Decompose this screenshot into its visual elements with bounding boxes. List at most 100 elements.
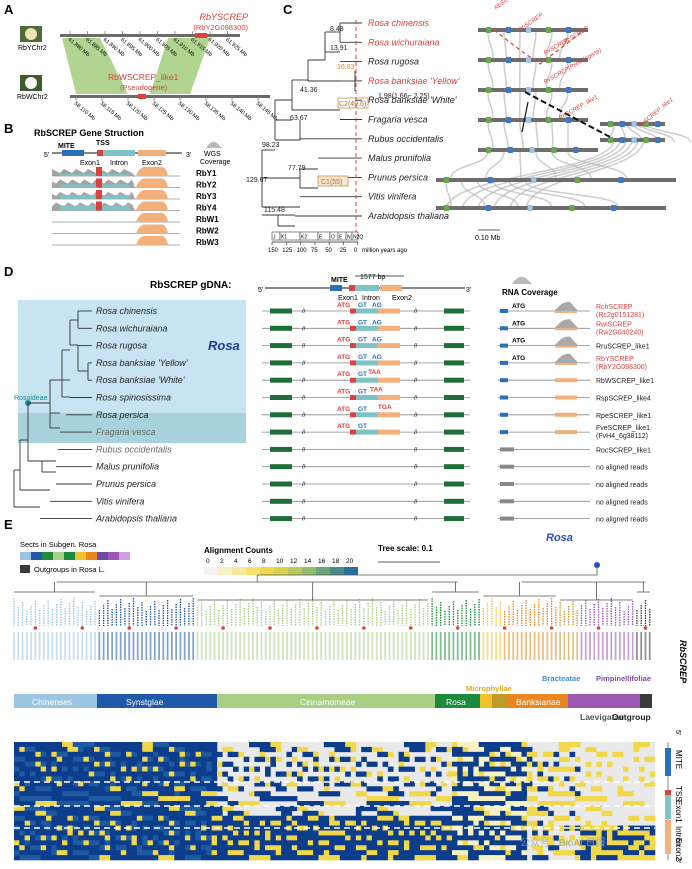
heat-cell — [494, 796, 501, 802]
heat-cell — [24, 845, 31, 851]
heat-cell — [606, 845, 613, 851]
heat-cell — [638, 840, 645, 846]
heat-cell — [371, 761, 378, 767]
flank-exon — [444, 464, 464, 470]
heat-cell — [211, 801, 218, 807]
clade-label: Chinenses — [32, 697, 72, 707]
heat-cell — [158, 761, 164, 767]
heat-cell — [72, 791, 79, 797]
heat-cell — [72, 850, 79, 856]
heat-cell — [409, 855, 415, 861]
flank-exon — [270, 377, 292, 383]
heat-cell — [216, 805, 223, 812]
heat-cell — [548, 825, 554, 831]
heat-cell — [484, 791, 490, 797]
heat-cell — [206, 845, 212, 851]
heat-cell — [14, 830, 20, 836]
track-label: TSS — [674, 786, 683, 802]
heat-cell — [168, 840, 175, 846]
heat-cell — [147, 801, 154, 807]
gene-block — [526, 87, 531, 93]
heat-cell — [649, 771, 656, 777]
heat-cell — [56, 810, 63, 817]
clade-bar-segment — [640, 694, 652, 708]
heat-cell — [457, 746, 463, 753]
heat-cell — [147, 751, 154, 758]
heat-cell — [211, 756, 218, 762]
rna-coverage-label: RNA Coverage — [502, 288, 558, 297]
gene-block — [655, 137, 661, 143]
heat-cell — [462, 810, 469, 817]
gene-block — [506, 87, 511, 93]
heat-cell — [152, 766, 159, 772]
gene-block — [574, 177, 580, 183]
heat-cell — [361, 845, 367, 851]
heat-cell — [377, 771, 383, 777]
heat-cell — [419, 840, 426, 846]
heat-cell — [366, 805, 373, 812]
heat-cell — [510, 840, 517, 846]
heat-cell — [355, 820, 362, 826]
break-mark: // — [302, 413, 306, 419]
heat-cell — [206, 805, 212, 812]
break-mark: // — [414, 430, 418, 436]
heat-cell — [473, 810, 480, 817]
heat-cell — [473, 742, 480, 748]
heat-cell — [313, 850, 319, 856]
heat-cell — [318, 840, 325, 846]
heat-cell — [419, 801, 426, 807]
heat-cell — [302, 761, 309, 767]
break-mark: // — [302, 326, 306, 332]
heat-cell — [361, 746, 367, 753]
heat-cell — [334, 820, 341, 826]
heat-cell — [206, 761, 212, 767]
heat-cell — [414, 820, 421, 826]
heat-cell — [489, 801, 496, 807]
heat-cell — [51, 746, 58, 753]
heat-cell — [403, 820, 410, 826]
heat-cell — [131, 751, 138, 758]
heat-cell — [158, 791, 164, 797]
synteny-link — [487, 121, 494, 149]
ag-label: AG — [372, 319, 382, 326]
tip-label-stub — [627, 632, 630, 660]
heat-cell — [163, 845, 170, 851]
count-tick: 18 — [332, 558, 340, 565]
node-age-label: 8.48 — [330, 26, 344, 33]
heat-cell — [505, 845, 512, 851]
panel-label-e: E — [4, 517, 13, 532]
heat-cell — [184, 796, 191, 802]
heat-cell — [56, 742, 63, 748]
heat-cell — [131, 835, 138, 841]
clade-label: Synstglae — [126, 697, 164, 707]
rna-coverage-peak — [555, 336, 578, 346]
heat-cell — [195, 761, 202, 767]
flank-exon — [444, 481, 464, 487]
heat-cell — [435, 796, 442, 802]
heat-cell — [307, 751, 314, 758]
heat-cell — [339, 840, 346, 846]
heat-cell — [516, 751, 522, 758]
count-swatch — [246, 567, 260, 575]
tip-label-stub — [222, 632, 224, 660]
heat-cell — [206, 815, 212, 821]
heat-cell — [371, 830, 378, 836]
heat-cell — [494, 751, 501, 758]
heat-cell — [297, 830, 303, 836]
heat-cell — [521, 805, 528, 812]
heat-cell — [190, 830, 196, 836]
synteny-link — [519, 121, 524, 149]
heat-cell — [131, 766, 138, 772]
heat-cell — [24, 840, 31, 846]
species-tree — [13, 568, 651, 660]
heat-cell — [313, 776, 319, 782]
synteny-chromosome — [478, 58, 588, 62]
heat-cell — [419, 791, 426, 797]
heat-cell — [24, 766, 31, 772]
heat-cell — [94, 830, 100, 836]
heat-cell — [222, 771, 228, 777]
heat-cell — [468, 845, 474, 851]
heat-cell — [339, 756, 346, 762]
heat-cell — [638, 845, 645, 851]
tip-label-stub — [30, 632, 32, 660]
